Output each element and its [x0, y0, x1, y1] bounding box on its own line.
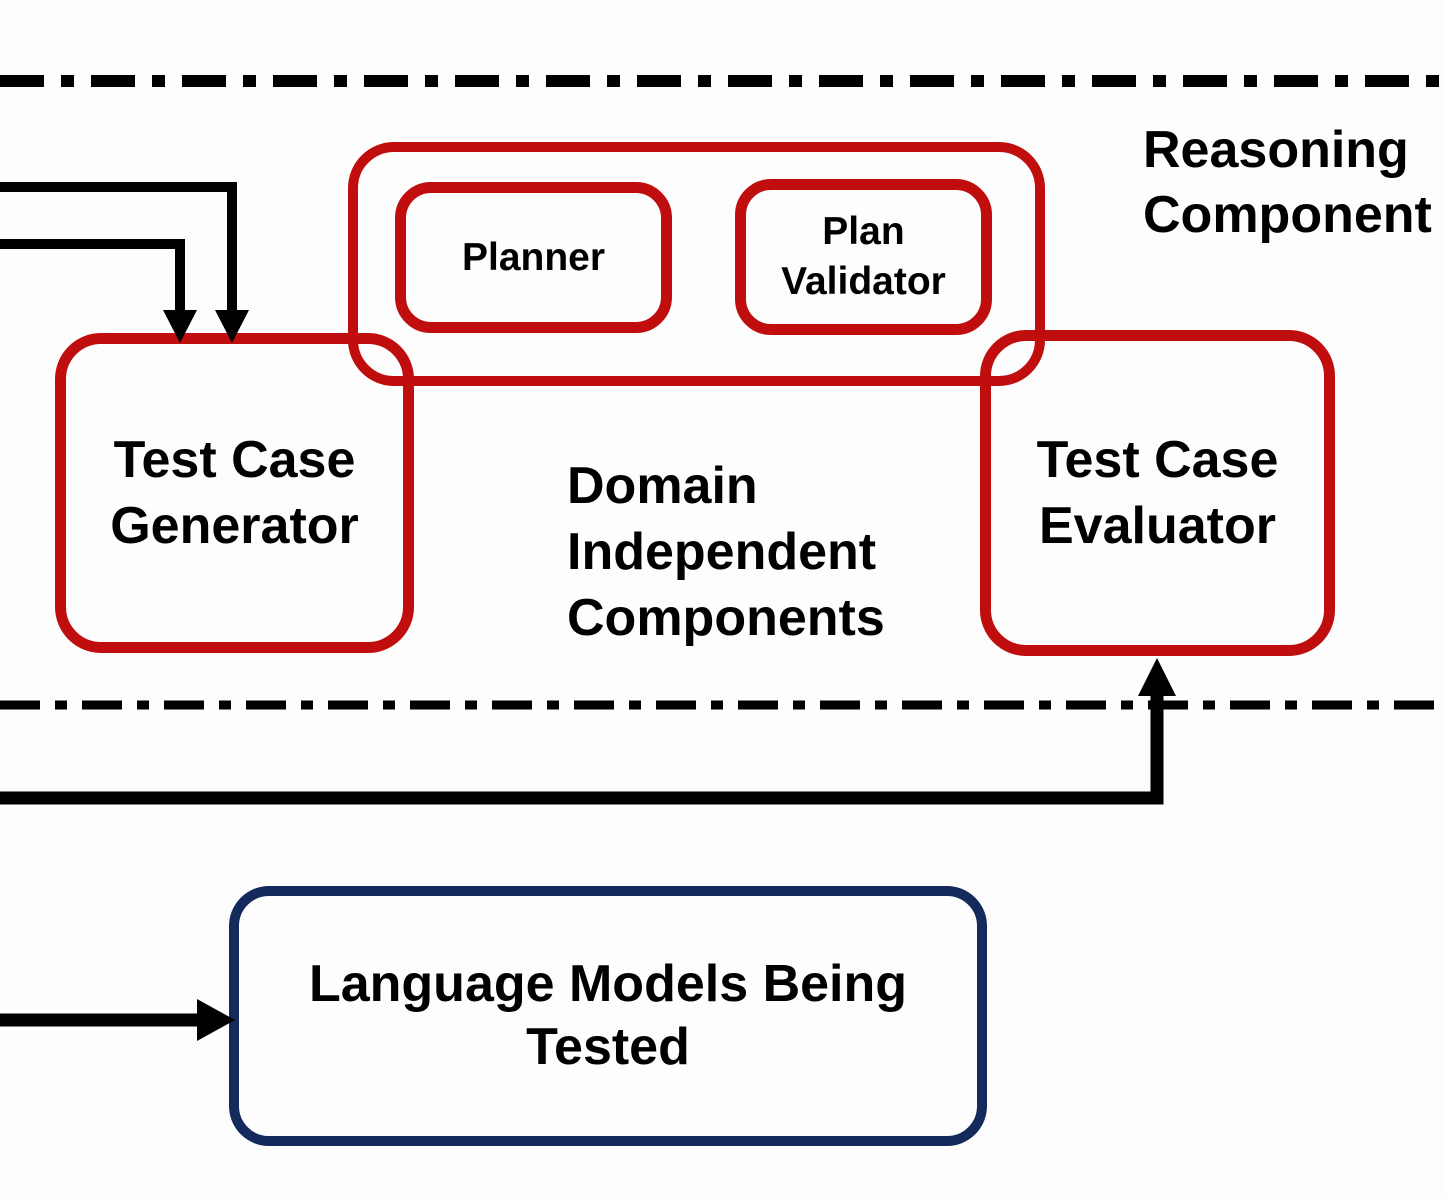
lm-input-arrow — [0, 999, 235, 1041]
test-case-evaluator-label: Test Case Evaluator — [1036, 431, 1279, 555]
language-models-label: Language Models Being Tested — [308, 955, 908, 1076]
feedback-arrow — [0, 658, 1176, 805]
language-models-box: Language Models Being Tested — [229, 886, 987, 1146]
planner-box: Planner — [395, 182, 672, 333]
domain-independent-components-label: Domain Independent Components — [567, 457, 885, 647]
plan-validator-box: Plan Validator — [735, 179, 992, 335]
arrowhead-icon — [1138, 658, 1176, 696]
test-case-generator-box: Test Case Generator — [55, 333, 414, 653]
reasoning-component-container — [348, 142, 1045, 386]
input-arrow-inner — [0, 239, 197, 343]
plan-validator-label: Plan Validator — [781, 210, 946, 303]
planner-label: Planner — [461, 235, 606, 279]
test-case-generator-label: Test Case Generator — [110, 431, 359, 555]
input-arrow-outer — [0, 182, 249, 343]
reasoning-component-label: Reasoning Component — [1143, 121, 1432, 244]
test-case-evaluator-box: Test Case Evaluator — [980, 330, 1335, 656]
